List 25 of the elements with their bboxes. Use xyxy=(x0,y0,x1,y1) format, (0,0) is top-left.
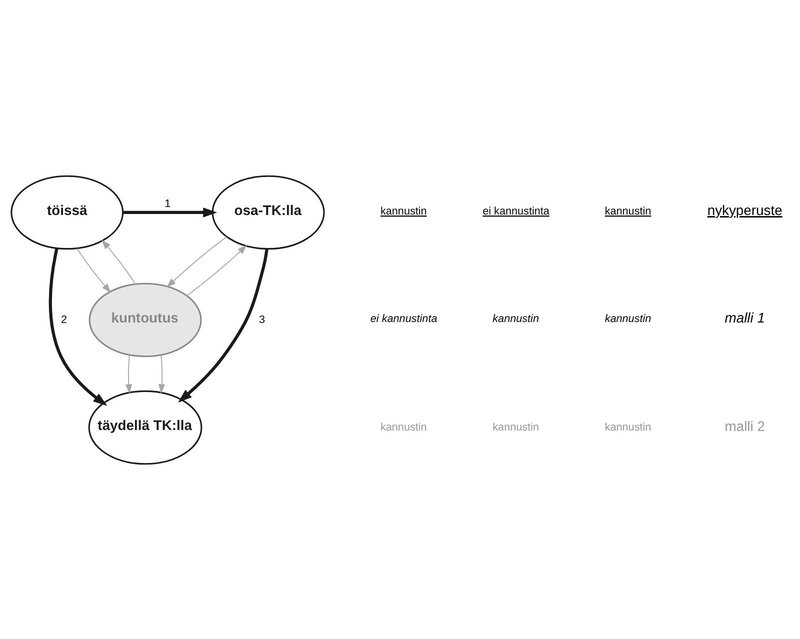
label: kannustin xyxy=(380,420,427,433)
label: kannustin xyxy=(380,205,427,218)
node-ellipse: osa-TK:lla xyxy=(212,174,325,250)
arrow xyxy=(158,354,166,394)
label: kannustin xyxy=(604,312,652,325)
arrow xyxy=(125,354,132,394)
legend-label: nykyperuste xyxy=(707,202,782,218)
edge-label: 3 xyxy=(258,313,266,326)
arrow xyxy=(102,239,136,284)
label: kannustin xyxy=(604,205,652,218)
label: kannustin xyxy=(492,312,540,325)
arrow xyxy=(166,236,228,287)
label: kannustin xyxy=(492,420,540,433)
edge-label: 2 xyxy=(61,313,68,326)
label: ei kannustinta xyxy=(370,312,438,325)
edge-label: 1 xyxy=(164,198,171,210)
arrow xyxy=(122,207,218,217)
arrow xyxy=(186,244,248,296)
arrow xyxy=(178,248,268,402)
legend-label: malli 2 xyxy=(724,417,765,434)
arrow xyxy=(48,247,108,406)
label: ei kannustinta xyxy=(482,205,550,218)
label: kannustin xyxy=(604,420,652,433)
arrow xyxy=(76,248,112,292)
legend-label: malli 1 xyxy=(724,309,765,326)
